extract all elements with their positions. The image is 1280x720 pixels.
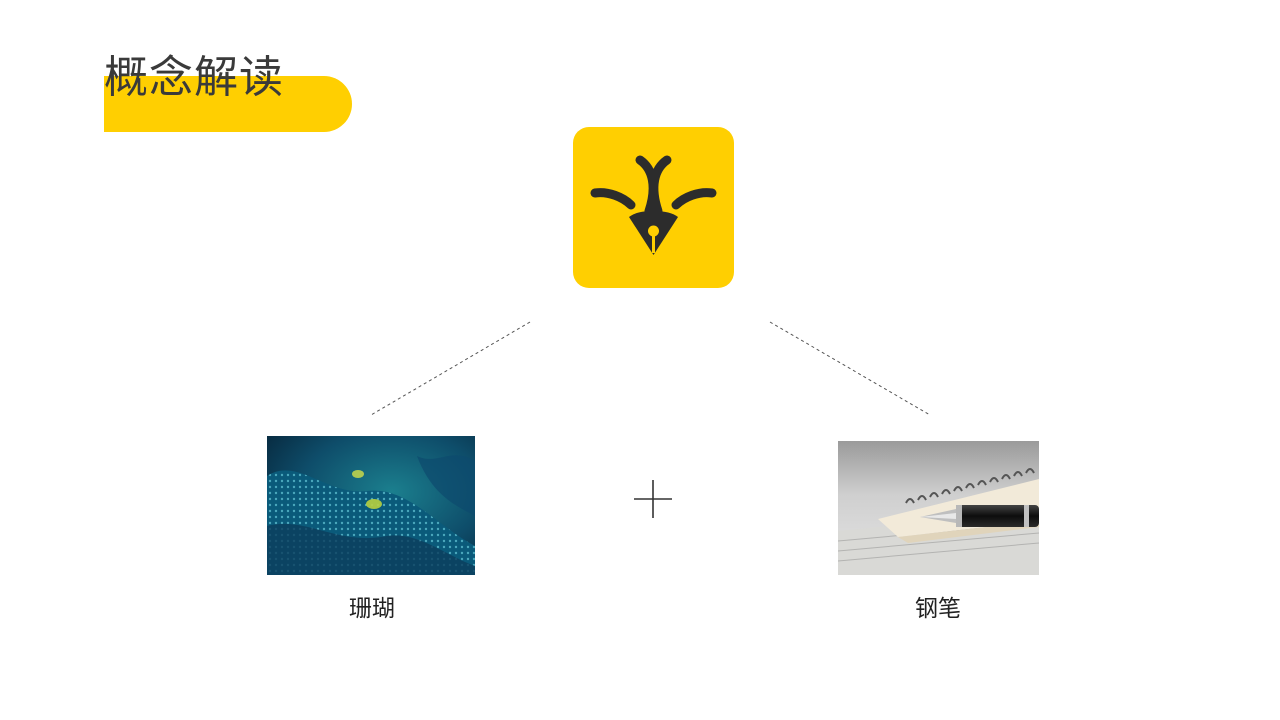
item-label-pen: 钢笔	[915, 596, 961, 622]
pen-nib-antler-icon	[590, 155, 717, 255]
connector-right	[769, 321, 931, 416]
page-title: 概念解读	[104, 52, 284, 103]
connector-left	[370, 321, 531, 416]
coral-photo	[267, 436, 475, 575]
title-highlight-bar	[104, 76, 352, 132]
plus-icon	[633, 479, 673, 519]
item-label-coral: 珊瑚	[349, 596, 395, 622]
logo-icon	[573, 127, 734, 288]
fountain-pen-photo	[838, 441, 1039, 575]
